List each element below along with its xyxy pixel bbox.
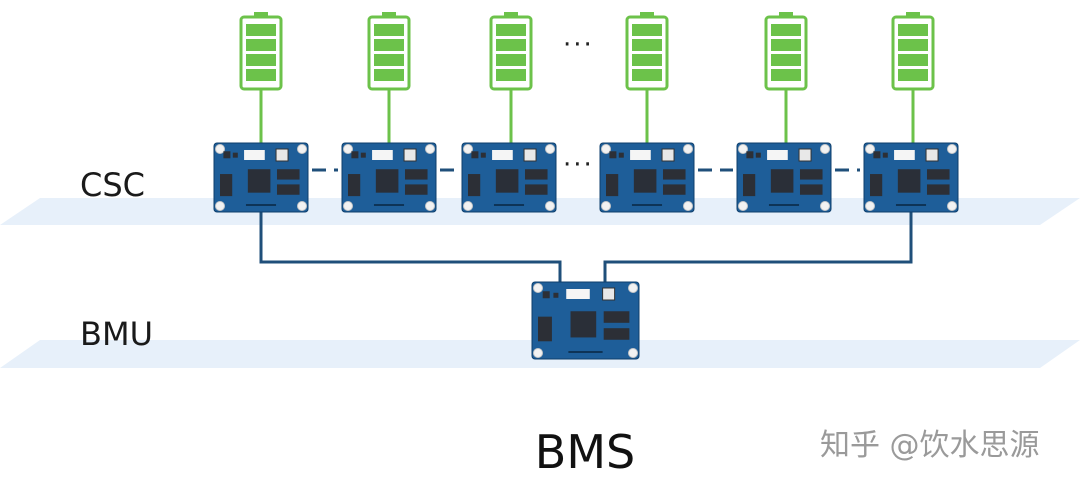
bmu-board: [531, 281, 640, 360]
csc-unit-6: [863, 12, 959, 213]
csc-unit-3: [461, 12, 557, 213]
bmu-layer-label: BMU: [80, 315, 153, 353]
circuit-board-icon: [599, 142, 695, 213]
battery-icon: [625, 12, 669, 91]
csc-unit-1: [213, 12, 309, 213]
diagram-title: BMS: [534, 425, 636, 479]
wire-csc-left-to-bmu: [259, 212, 562, 283]
battery-icon: [239, 12, 283, 91]
csc-unit-2: [341, 12, 437, 213]
circuit-board-icon: [341, 142, 437, 213]
battery-icon: [489, 12, 533, 91]
csc-unit-5: [736, 12, 832, 213]
circuit-board-icon: [736, 142, 832, 213]
battery-icon: [764, 12, 808, 91]
battery-ellipsis: ···: [563, 30, 594, 60]
csc-layer-label: CSC: [80, 166, 145, 204]
csc-unit-4: [599, 12, 695, 213]
circuit-board-icon: [863, 142, 959, 213]
wire-csc-right-to-bmu: [603, 212, 913, 283]
watermark: 知乎 @饮水思源: [820, 428, 1040, 463]
board-ellipsis: ···: [563, 150, 594, 180]
battery-icon: [891, 12, 935, 91]
circuit-board-icon: [213, 142, 309, 213]
circuit-board-icon: [461, 142, 557, 213]
battery-icon: [367, 12, 411, 91]
